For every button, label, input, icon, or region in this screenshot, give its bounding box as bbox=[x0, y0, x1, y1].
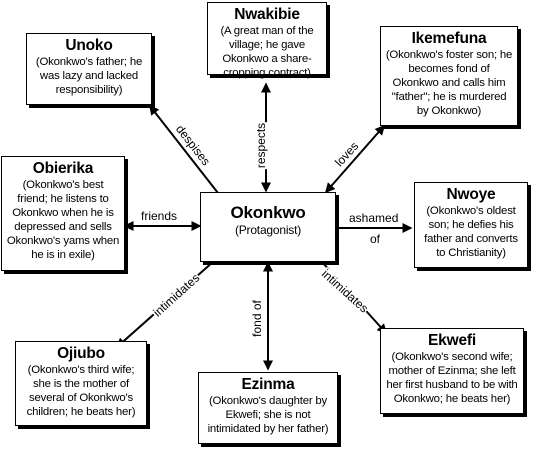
node-obierika-name: Obierika bbox=[32, 160, 94, 177]
node-ikemefuna-desc: (Okonkwo's foster son; he becomes fond o… bbox=[385, 49, 513, 117]
label-fond-of: fond of bbox=[249, 299, 264, 338]
node-ikemefuna: Ikemefuna (Okonkwo's foster son; he beco… bbox=[380, 26, 518, 126]
node-unoko-desc: (Okonkwo's father; he was lazy and lacke… bbox=[35, 56, 143, 96]
arrow-unoko bbox=[149, 104, 219, 194]
node-obierika-desc: (Okonkwo's best friend; he listens to Ok… bbox=[6, 179, 120, 261]
node-ojiubo-name: Ojiubo bbox=[57, 345, 105, 362]
node-nwakibie-desc: (A great man of the village; he gave Oko… bbox=[220, 25, 314, 79]
label-friends: friends bbox=[140, 209, 179, 223]
label-ashamed: ashamed bbox=[348, 211, 400, 225]
node-nwakibie: Nwakibie (A great man of the village; he… bbox=[207, 2, 327, 79]
node-ekwefi-name: Ekwefi bbox=[428, 332, 476, 349]
node-ezinma-desc: (Okonkwo's daughter by Ekwefi; she is no… bbox=[207, 395, 329, 435]
node-nwoye: Nwoye (Okonkwo's oldest son; he defies h… bbox=[414, 182, 528, 268]
node-obierika: Obierika (Okonkwo's best friend; he list… bbox=[1, 156, 125, 271]
arrow-ikemefuna bbox=[325, 124, 385, 194]
node-ekwefi-desc: (Okonkwo's second wife; mother of Ezinma… bbox=[386, 351, 518, 405]
node-unoko-name: Unoko bbox=[65, 37, 113, 54]
node-okonkwo-role: (Protagonist) bbox=[234, 223, 302, 237]
node-ekwefi: Ekwefi (Okonkwo's second wife; mother of… bbox=[380, 328, 524, 414]
label-respects: respects bbox=[254, 121, 269, 170]
node-unoko: Unoko (Okonkwo's father; he was lazy and… bbox=[26, 33, 152, 105]
node-nwoye-name: Nwoye bbox=[446, 186, 496, 203]
node-ikemefuna-name: Ikemefuna bbox=[411, 30, 487, 47]
node-ezinma: Ezinma (Okonkwo's daughter by Ekwefi; sh… bbox=[198, 372, 338, 444]
node-okonkwo-name: Okonkwo bbox=[230, 203, 306, 222]
node-ojiubo: Ojiubo (Okonkwo's third wife; she is the… bbox=[15, 341, 147, 426]
node-ojiubo-desc: (Okonkwo's third wife; she is the mother… bbox=[26, 364, 136, 418]
node-ezinma-name: Ezinma bbox=[241, 376, 295, 393]
node-okonkwo: Okonkwo (Protagonist) bbox=[200, 192, 336, 262]
node-nwakibie-name: Nwakibie bbox=[234, 6, 300, 23]
node-nwoye-desc: (Okonkwo's oldest son; he defies his fat… bbox=[424, 205, 518, 259]
label-of: of bbox=[369, 232, 382, 246]
